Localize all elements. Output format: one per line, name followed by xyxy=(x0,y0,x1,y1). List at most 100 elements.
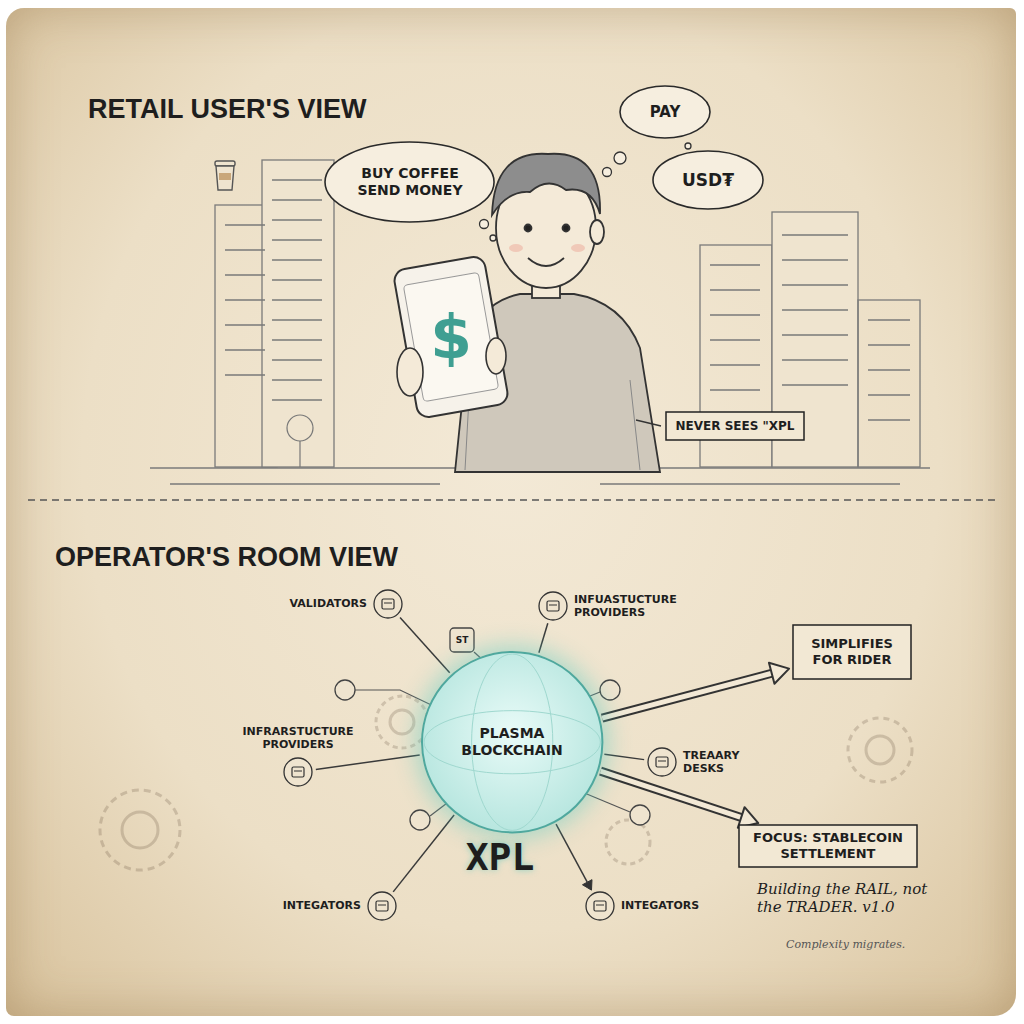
connector-line xyxy=(316,755,420,770)
street-tree xyxy=(287,415,313,441)
connector-line xyxy=(556,824,592,890)
arrowhead xyxy=(582,880,592,890)
arrow-shaft xyxy=(602,673,774,718)
hub-outline xyxy=(422,652,602,832)
icon-outline xyxy=(374,590,402,618)
role-icon: INTEGATORS xyxy=(367,891,397,921)
icon-outline xyxy=(283,757,313,787)
city-buildings xyxy=(262,160,334,467)
connector-line xyxy=(393,815,454,892)
city-buildings xyxy=(858,300,920,467)
connector-line xyxy=(604,754,644,759)
node-text: PAY xyxy=(650,103,681,121)
hands xyxy=(397,348,423,396)
section-heading: RETAIL USER'S VIEW xyxy=(88,93,366,125)
gears xyxy=(390,710,414,734)
street-tree xyxy=(299,441,300,467)
circuit-nodes xyxy=(600,680,620,700)
gears xyxy=(606,820,650,864)
icon-glyph xyxy=(547,601,559,611)
icon-outline xyxy=(373,589,403,619)
icon-glyph xyxy=(376,901,388,911)
thought-dots xyxy=(480,220,489,229)
connector-line xyxy=(539,623,548,653)
bubble-outline xyxy=(620,86,710,138)
node-text: PLASMA BLOCKCHAIN xyxy=(452,725,572,759)
thought-dots xyxy=(603,168,612,177)
node-label: INFRARSTUCTURE PROVIDERS xyxy=(238,725,358,751)
city-buildings xyxy=(150,160,930,484)
node-text: SIMPLIFIES FOR RIDER xyxy=(802,636,902,667)
icon-outline xyxy=(367,891,397,921)
hands xyxy=(486,338,506,374)
role-icon: INFUASTUCTURE PROVIDERS xyxy=(538,591,568,621)
circuit-nodes xyxy=(335,680,355,700)
connector-line xyxy=(604,754,644,759)
icon-outline xyxy=(648,748,676,776)
icon-text: ST xyxy=(456,635,469,646)
role-icon: TREAARY DESKS xyxy=(647,747,677,777)
outcome-box: FOCUS: STABLECOIN SETTLEMENT xyxy=(738,824,918,868)
gears xyxy=(848,718,912,782)
phone xyxy=(393,255,510,419)
phone xyxy=(393,255,510,419)
box-outline xyxy=(666,412,804,440)
icon-glyph xyxy=(596,905,604,906)
section-heading: OPERATOR'S ROOM VIEW xyxy=(55,541,398,573)
node-label: TREAARY DESKS xyxy=(683,749,783,775)
city-buildings xyxy=(868,320,910,420)
outcome-box: SIMPLIFIES FOR RIDER xyxy=(792,624,912,680)
node-text: FOCUS: STABLECOIN SETTLEMENT xyxy=(748,830,908,861)
icon-outline xyxy=(585,891,615,921)
connector-line xyxy=(400,617,450,672)
coffee-cup-icon xyxy=(216,166,234,190)
arrowhead xyxy=(769,663,789,684)
circuit-traces xyxy=(582,792,630,812)
role-icon: INFRARSTUCTURE PROVIDERS xyxy=(283,757,313,787)
city-buildings xyxy=(710,265,760,390)
node-text: USD₮ xyxy=(682,170,734,190)
node-text: BUY COFFEE SEND MONEY xyxy=(354,165,466,199)
gears xyxy=(100,790,180,870)
circuit-nodes xyxy=(630,805,650,825)
person-figure xyxy=(571,244,585,252)
coffee-cup-icon xyxy=(219,173,231,180)
small-note: Complexity migrates. xyxy=(786,938,905,951)
city-buildings xyxy=(170,483,900,484)
token-logo: XPL xyxy=(466,835,535,881)
person-figure xyxy=(528,258,564,266)
person-figure xyxy=(563,225,570,232)
icon-glyph xyxy=(549,605,557,606)
icon-glyph xyxy=(294,771,302,772)
connector-line xyxy=(400,617,450,672)
connector-line xyxy=(393,815,454,892)
city-buildings xyxy=(272,180,322,400)
leader-line xyxy=(636,420,661,426)
icon-outline xyxy=(539,592,567,620)
gears xyxy=(376,696,428,748)
bubble-outline xyxy=(325,142,494,222)
connector-line xyxy=(539,623,548,653)
icon-glyph xyxy=(658,761,666,762)
section-divider xyxy=(28,499,996,501)
node-label: INFUASTUCTURE PROVIDERS xyxy=(574,593,694,619)
block-arrow xyxy=(602,663,789,718)
gears xyxy=(122,812,158,848)
person-figure xyxy=(509,244,523,252)
callout-box: NEVER SEES "XPL xyxy=(665,411,805,441)
bubble-outline xyxy=(653,151,763,209)
node-label: INTEGATORS xyxy=(271,899,361,912)
blockchain-hub: PLASMA BLOCKCHAIN xyxy=(421,651,603,833)
connector-line xyxy=(556,824,587,882)
icon-outline xyxy=(284,758,312,786)
icon-glyph xyxy=(382,599,394,609)
city-buildings xyxy=(225,225,265,375)
icon-glyph xyxy=(378,905,386,906)
speech-bubble: USD₮ xyxy=(652,150,764,210)
role-icon: INTEGATORS xyxy=(585,891,615,921)
icon-glyph xyxy=(656,757,668,767)
phone-dollar-sign: $ xyxy=(430,301,472,373)
icon-outline xyxy=(647,747,677,777)
leader-line xyxy=(636,420,661,426)
